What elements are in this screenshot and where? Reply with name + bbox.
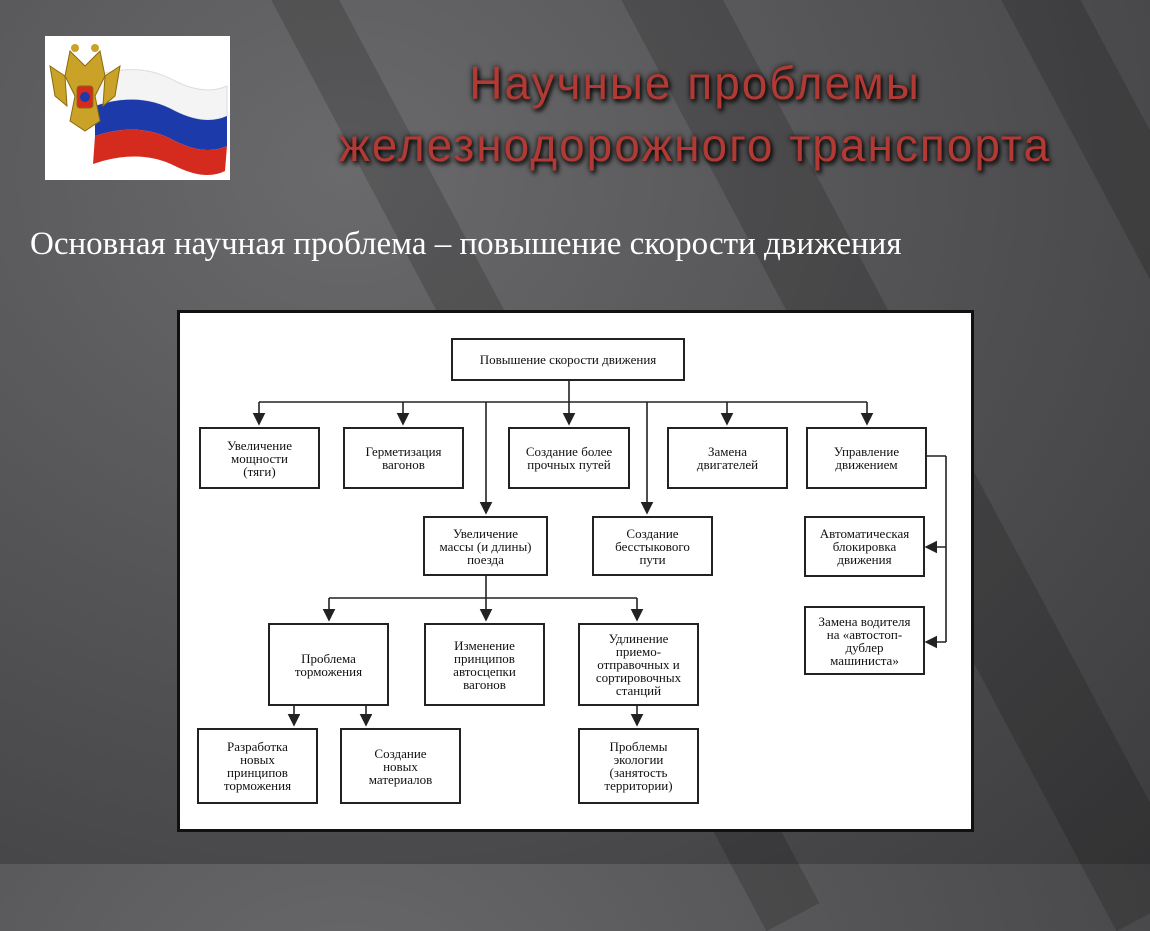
node-mass: Увеличение массы (и длины) поезда (423, 516, 548, 576)
node-stations: Удлинение приемо- отправочных и сортиров… (578, 623, 699, 706)
flowchart-diagram: Повышение скорости движения Увеличение м… (177, 310, 974, 832)
russian-flag-emblem-icon (49, 44, 228, 175)
node-root: Повышение скорости движения (451, 338, 685, 381)
node-tracks: Создание более прочных путей (508, 427, 630, 489)
node-braking: Проблема торможения (268, 623, 389, 706)
node-materials: Создание новых материалов (340, 728, 461, 804)
title-line-2: железнодорожного транспорта (338, 119, 1052, 171)
page-title: Научные проблемы железнодорожного трансп… (250, 52, 1140, 176)
title-line-1: Научные проблемы (469, 57, 921, 109)
node-sealing: Герметизация вагонов (343, 427, 464, 489)
node-power: Увеличение мощности (тяги) (199, 427, 320, 489)
node-autoblock: Автоматическая блокировка движения (804, 516, 925, 577)
node-driver: Замена водителя на «автостоп- дублер маш… (804, 606, 925, 675)
node-coupling: Изменение принципов автосцепки вагонов (424, 623, 545, 706)
node-ecology: Проблемы экологии (занятость территории) (578, 728, 699, 804)
connector-lines (252, 381, 947, 727)
logo (45, 36, 230, 180)
subtitle: Основная научная проблема – повышение ск… (30, 226, 902, 262)
node-jointless: Создание бесстыкового пути (592, 516, 713, 576)
node-control: Управление движением (806, 427, 927, 489)
node-engines: Замена двигателей (667, 427, 788, 489)
node-brake-principles: Разработка новых принципов торможения (197, 728, 318, 804)
